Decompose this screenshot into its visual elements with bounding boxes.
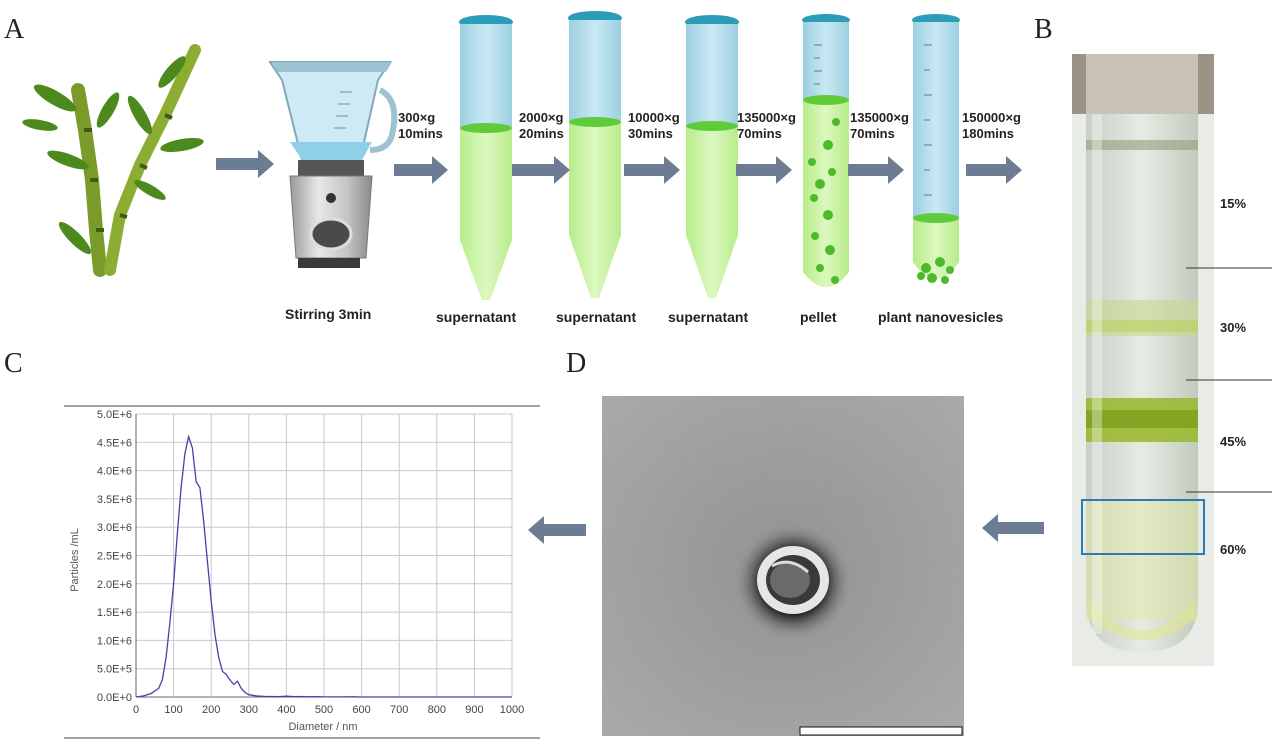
caption-blender: Stirring 3min bbox=[285, 306, 372, 322]
x-tick-label: 400 bbox=[277, 704, 295, 716]
y-tick-label: 1.5E+6 bbox=[97, 607, 132, 619]
gradient-layer-60: 60% bbox=[1220, 542, 1247, 557]
centrifuge-tube-2-icon bbox=[568, 11, 622, 298]
caption-tube-5: plant nanovesicles bbox=[878, 309, 1004, 325]
panel-label-d: D bbox=[566, 348, 587, 379]
fraction-highlight-box bbox=[1081, 499, 1205, 555]
gradient-layer-15: 15% bbox=[1220, 196, 1247, 211]
y-tick-label: 3.0E+6 bbox=[97, 522, 132, 534]
blender-icon bbox=[268, 61, 398, 268]
y-tick-label: 5.0E+5 bbox=[97, 664, 132, 676]
panel-label-b: B bbox=[1034, 14, 1053, 45]
y-tick-label: 4.5E+6 bbox=[97, 437, 132, 449]
centrifuge-tube-1-icon bbox=[459, 15, 513, 300]
x-tick-label: 500 bbox=[315, 704, 333, 716]
flow-arrow-icon bbox=[216, 150, 274, 178]
y-tick-label: 5.0E+6 bbox=[97, 409, 132, 421]
x-tick-label: 300 bbox=[240, 704, 258, 716]
flow-arrow-d-to-c-icon bbox=[528, 516, 586, 544]
y-tick-label: 2.0E+6 bbox=[97, 579, 132, 591]
x-tick-label: 200 bbox=[202, 704, 220, 716]
centrifuge-tube-5-icon bbox=[912, 14, 960, 284]
chart-grid bbox=[135, 413, 513, 698]
flow-arrow-b-to-d-icon bbox=[982, 514, 1044, 542]
tem-micrograph bbox=[602, 396, 964, 736]
caption-tube-4: pellet bbox=[800, 309, 837, 325]
y-tick-label: 3.5E+6 bbox=[97, 494, 132, 506]
chart-y-tick-labels: 0.0E+0 5.0E+5 1.0E+6 1.5E+6 2.0E+6 2.5E+6 3.0E… bbox=[97, 409, 132, 704]
scale-bar bbox=[799, 726, 963, 736]
chart-xlabel: Diameter / nm bbox=[288, 721, 357, 733]
centrifuge-tube-3-icon bbox=[685, 15, 739, 298]
centrifuge-tube-4-icon bbox=[802, 14, 850, 287]
panel-label-c: C bbox=[4, 348, 23, 379]
caption-tube-3: supernatant bbox=[668, 309, 749, 325]
y-tick-label: 0.0E+0 bbox=[97, 692, 132, 704]
gradient-layer-45: 45% bbox=[1220, 434, 1247, 449]
x-tick-label: 700 bbox=[390, 704, 408, 716]
x-tick-label: 600 bbox=[352, 704, 370, 716]
tube-graduations bbox=[814, 44, 932, 196]
flow-arrows bbox=[394, 156, 1022, 184]
gradient-layer-30: 30% bbox=[1220, 320, 1247, 335]
caption-tube-2: supernatant bbox=[556, 309, 637, 325]
x-tick-label: 800 bbox=[428, 704, 446, 716]
x-tick-label: 900 bbox=[465, 704, 483, 716]
panel-label-a: A bbox=[4, 14, 25, 45]
x-tick-label: 100 bbox=[164, 704, 182, 716]
x-tick-label: 0 bbox=[133, 704, 139, 716]
nta-chart: 0.0E+0 5.0E+5 1.0E+6 1.5E+6 2.0E+6 2.5E+6 3.0E… bbox=[64, 405, 540, 739]
chart-ylabel: Particles /mL bbox=[69, 528, 81, 592]
series-line-particles bbox=[135, 434, 512, 698]
layer-divider-lines bbox=[1186, 267, 1272, 493]
chart-x-tick-labels: 0 100 200 300 400 500 600 700 800 900 1000 bbox=[133, 704, 524, 716]
y-tick-label: 2.5E+6 bbox=[97, 551, 132, 563]
caption-tube-1: supernatant bbox=[436, 309, 517, 325]
gradient-tube-photo bbox=[1072, 54, 1214, 666]
y-tick-label: 1.0E+6 bbox=[97, 635, 132, 647]
x-tick-label: 1000 bbox=[500, 704, 524, 716]
bamboo-plant-icon bbox=[22, 44, 204, 277]
y-tick-label: 4.0E+6 bbox=[97, 466, 132, 478]
